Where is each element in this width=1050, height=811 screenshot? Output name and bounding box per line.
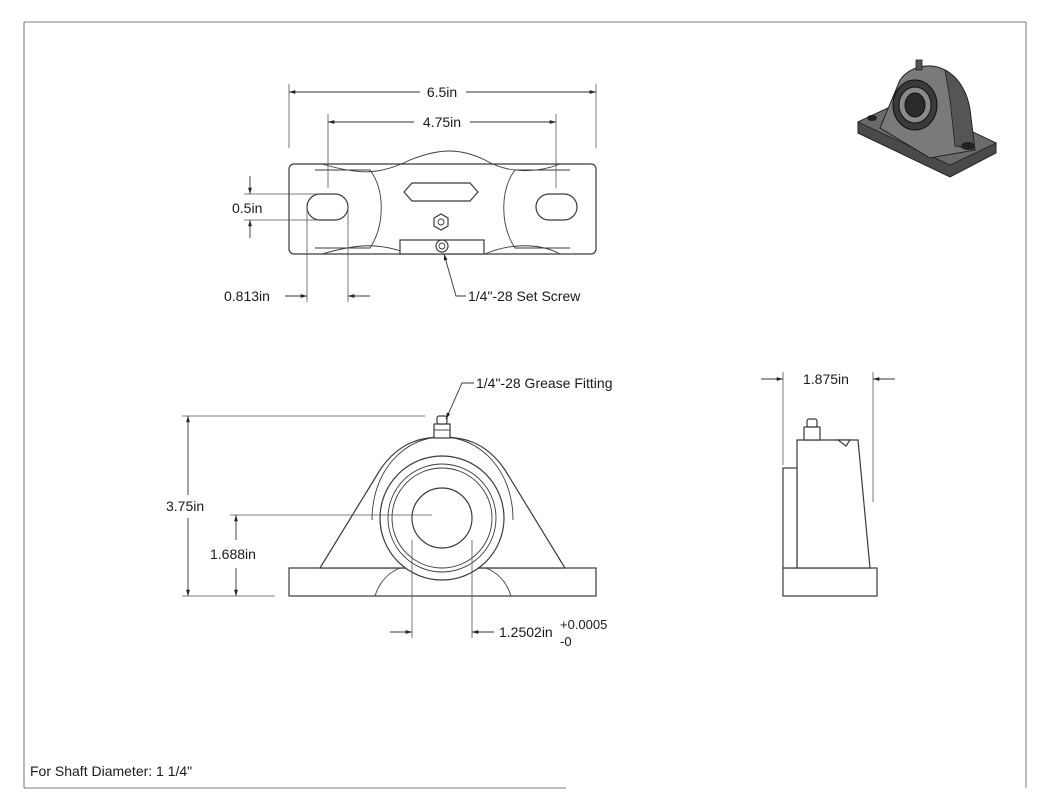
shaft-diameter-note: For Shaft Diameter: 1 1/4" <box>30 763 192 779</box>
bolt-center-label: 4.75in <box>423 114 461 130</box>
total-height-label: 3.75in <box>166 498 204 514</box>
bore-tolerance-upper: +0.0005 <box>560 617 607 632</box>
top-view: 6.5in 4.75in 0.5in 0.813in 1/4"-28 Set S… <box>224 84 597 304</box>
isometric-view <box>857 59 997 178</box>
front-view: 3.75in 1.688in 1.2502in +0.0005 -0 1/4"-… <box>166 375 612 649</box>
slot-width-label: 0.5in <box>232 200 262 216</box>
sheet-frame <box>23 21 1027 789</box>
grease-fitting <box>433 423 451 439</box>
bore <box>411 487 473 549</box>
bore-diameter-label: 1.2502in <box>499 624 553 640</box>
set-screw-note: 1/4"-28 Set Screw <box>468 288 581 304</box>
set-screw <box>435 239 449 253</box>
shaft-center-height-label: 1.688in <box>210 546 256 562</box>
left-bolt-slot <box>306 193 349 221</box>
grease-fitting-hex <box>433 213 449 231</box>
bore-tolerance-lower: -0 <box>560 634 572 649</box>
right-bolt-slot <box>535 193 578 221</box>
width-label: 1.875in <box>803 371 849 387</box>
grease-fitting-note: 1/4"-28 Grease Fitting <box>476 375 612 391</box>
side-view: 1.875in <box>761 371 895 597</box>
slot-length-label: 0.813in <box>224 288 270 304</box>
overall-length-label: 6.5in <box>427 84 457 100</box>
